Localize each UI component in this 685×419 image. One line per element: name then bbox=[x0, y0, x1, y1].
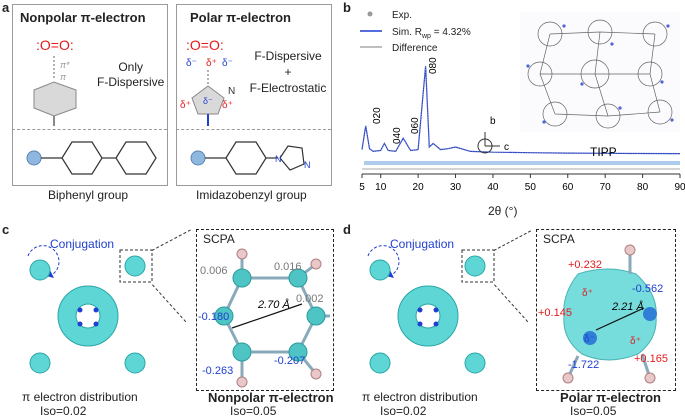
only-dispersive-note: Only F-Dispersive bbox=[97, 60, 165, 89]
c-charge-1: 0.006 bbox=[200, 265, 228, 277]
d-charge-2: -0.562 bbox=[632, 283, 663, 295]
x-tick-label: 60 bbox=[562, 182, 574, 193]
peak-040: 040 bbox=[392, 127, 403, 144]
x-tick-label: 10 bbox=[375, 182, 387, 193]
axis-b-label: b bbox=[490, 116, 496, 127]
d-pi-distribution: Conjugation bbox=[367, 237, 495, 374]
x-tick-label: 50 bbox=[525, 182, 537, 193]
pi-star-label: π* bbox=[60, 60, 70, 70]
panel-letter-b: b bbox=[343, 0, 351, 15]
polar-molecule: :O=O: δ⁻ δ⁺ δ⁻ δ⁺ δ⁺ δ⁻ N bbox=[180, 37, 235, 126]
svg-text:δ⁺: δ⁺ bbox=[222, 100, 233, 111]
svg-text:δ⁻: δ⁻ bbox=[186, 58, 197, 69]
d-charge-4: -1.722 bbox=[568, 359, 599, 371]
c-ring-model: 2.70 Å 0.006 0.016 0.002 -0.180 -0.263 -… bbox=[198, 248, 330, 388]
tipp-framework-image bbox=[520, 12, 680, 132]
peak-020: 020 bbox=[372, 107, 383, 124]
d-charge-1: +0.232 bbox=[568, 259, 602, 271]
svg-text:N: N bbox=[228, 86, 235, 97]
axis-c-label: c bbox=[504, 142, 509, 153]
x-tick-label: 30 bbox=[450, 182, 462, 193]
exp-curve bbox=[361, 65, 681, 154]
d-ring-model: 2.21 Å +0.232 -0.562 +0.145 -1.722 +0.16… bbox=[538, 244, 668, 384]
d-conjugation-label: Conjugation bbox=[390, 237, 454, 251]
biphenyl-caption: Biphenyl group bbox=[48, 188, 129, 202]
panel-letter-a: a bbox=[2, 0, 10, 15]
d-delta-minus: δ⁻ bbox=[584, 334, 595, 345]
c-caption-1: π electron distribution bbox=[22, 390, 138, 404]
x-tick-label: 5 bbox=[359, 182, 365, 193]
svg-text:N: N bbox=[275, 154, 282, 164]
d-charge-5: +0.165 bbox=[634, 353, 668, 365]
svg-text:δ⁺: δ⁺ bbox=[206, 58, 217, 69]
x-tick-label: 70 bbox=[600, 182, 612, 193]
svg-text:δ⁻: δ⁻ bbox=[203, 96, 213, 106]
c-pi-distribution: Conjugation bbox=[27, 237, 153, 374]
d-scpa-box bbox=[536, 229, 676, 391]
legend-sim: Sim. Rwp = 4.32% bbox=[392, 27, 471, 40]
c-charge-4: -0.180 bbox=[198, 311, 229, 323]
imidazobenzyl-structure: N N bbox=[190, 141, 311, 175]
d-scpa-label: SCPA bbox=[543, 232, 575, 246]
legend-diff: Difference bbox=[392, 43, 438, 54]
x-tick-label: 40 bbox=[487, 182, 499, 193]
polar-title: Polar π-electron bbox=[190, 10, 291, 25]
polar-forces-note: F-Dispersive + F-Electrostatic bbox=[249, 49, 327, 95]
d-delta-plus-1: δ⁺ bbox=[582, 288, 593, 299]
legend-exp: Exp. bbox=[392, 10, 412, 21]
d-distance: 2.21 Å bbox=[611, 300, 644, 313]
nonpolar-molecule: :O=O: π* π bbox=[33, 37, 77, 126]
c-charge-5: -0.263 bbox=[202, 365, 233, 377]
svg-text:δ⁺: δ⁺ bbox=[180, 100, 191, 111]
peak-060: 060 bbox=[410, 117, 421, 134]
c-iso-2: Iso=0.05 bbox=[230, 404, 277, 418]
x-tick-label: 90 bbox=[674, 182, 685, 193]
d-caption-2: Polar π-electron bbox=[560, 390, 661, 405]
x-tick-label: 20 bbox=[413, 182, 425, 193]
polar-divider bbox=[176, 129, 331, 130]
compound-label: TIPP bbox=[590, 145, 617, 159]
x-tick-label: 80 bbox=[637, 182, 649, 193]
d-iso-2: Iso=0.05 bbox=[570, 404, 617, 418]
d-caption-1: π electron distribution bbox=[362, 390, 478, 404]
c-charge-6: -0.207 bbox=[274, 355, 305, 367]
imidazobenzyl-caption: Imidazobenzyl group bbox=[196, 188, 307, 202]
c-conjugation-label: Conjugation bbox=[50, 237, 114, 251]
c-charge-3: 0.002 bbox=[296, 293, 324, 305]
svg-text::O=O:: :O=O: bbox=[36, 37, 74, 53]
nonpolar-title: Nonpolar π-electron bbox=[20, 10, 146, 25]
x-axis-label: 2θ (°) bbox=[488, 204, 518, 218]
c-iso-1: Iso=0.02 bbox=[40, 404, 87, 418]
biphenyl-structure bbox=[26, 141, 157, 175]
d-iso-1: Iso=0.02 bbox=[380, 404, 427, 418]
c-distance: 2.70 Å bbox=[257, 298, 290, 311]
nonpolar-divider bbox=[12, 129, 167, 130]
d-charge-3: +0.145 bbox=[538, 307, 572, 319]
panel-letter-c: c bbox=[2, 222, 10, 237]
peak-080: 080 bbox=[428, 57, 439, 74]
svg-text::O=O:: :O=O: bbox=[186, 37, 224, 53]
pxrd-chart: Exp. Sim. Rwp = 4.32% Difference 5 10 20 30… bbox=[359, 10, 685, 193]
bragg-markers bbox=[364, 161, 680, 165]
c-scpa-box bbox=[196, 229, 334, 391]
svg-text:δ⁻: δ⁻ bbox=[222, 58, 233, 69]
c-charge-2: 0.016 bbox=[274, 261, 302, 273]
c-scpa-label: SCPA bbox=[203, 232, 235, 246]
panel-letter-d: d bbox=[343, 222, 351, 237]
c-caption-2: Nonpolar π-electron bbox=[208, 390, 334, 405]
pi-label: π bbox=[60, 72, 67, 82]
svg-text:N: N bbox=[304, 160, 311, 170]
d-delta-plus-2: δ⁺ bbox=[630, 336, 641, 347]
